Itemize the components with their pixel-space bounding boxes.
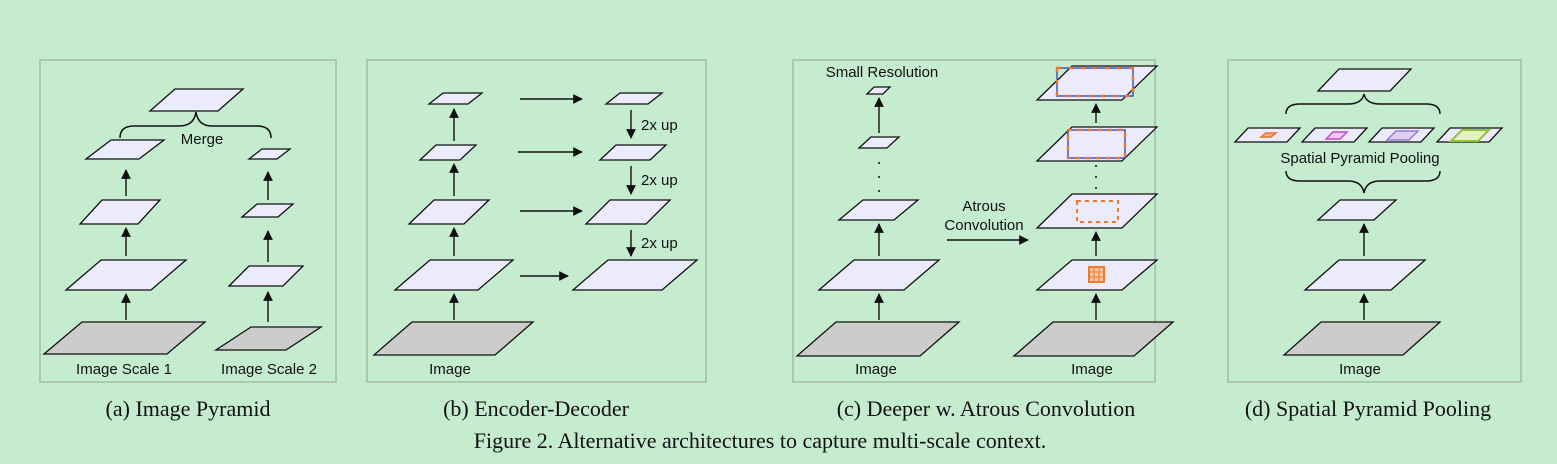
panel-image-pyramid: Merge Image Scale 1 Image Scale 2 <box>39 59 337 383</box>
figure-caption: Figure 2. Alternative architectures to c… <box>474 428 1046 453</box>
decoder-feature-map <box>598 144 668 161</box>
feature-map <box>227 265 305 287</box>
panel-spatial-pyramid-pooling: Spatial Pyramid Pooling Image <box>1227 59 1522 383</box>
panel-encoder-decoder: 2x up 2x up 2x up Image <box>366 59 707 383</box>
image-label: Image <box>855 361 897 378</box>
feature-map <box>1035 193 1159 229</box>
image-plane <box>1012 321 1175 357</box>
encoder-feature-map <box>407 199 491 225</box>
merged-feature-map <box>148 88 245 112</box>
feature-map <box>865 86 892 95</box>
decoder-feature-map <box>571 259 699 291</box>
feature-map <box>1316 199 1398 221</box>
merge-brace <box>119 111 272 139</box>
panel-a-frame <box>39 59 337 383</box>
encoder-feature-map <box>393 259 515 291</box>
feature-map <box>857 136 901 149</box>
feature-map <box>1035 126 1159 162</box>
ellipsis-dots <box>1095 165 1097 189</box>
panel-d-frame <box>1227 59 1522 383</box>
image-plane <box>1282 321 1442 356</box>
small-resolution-label: Small Resolution <box>826 64 939 81</box>
feature-map <box>247 148 292 160</box>
decoder-feature-map <box>604 92 664 105</box>
panel-b-frame <box>366 59 707 383</box>
image-scale-1-label: Image Scale 1 <box>76 361 172 378</box>
caption-a: (a) Image Pyramid <box>106 396 271 421</box>
ellipsis-dots <box>878 162 880 192</box>
feature-map <box>817 259 941 291</box>
image-label: Image <box>1339 361 1381 378</box>
encoder-feature-map <box>427 92 484 105</box>
feature-map <box>64 259 188 291</box>
image-label: Image <box>1071 361 1113 378</box>
decoder-feature-map <box>584 199 672 225</box>
panel-atrous-convolution: Small Resolution Atrous Convolution Imag… <box>792 59 1175 383</box>
pooled-map-3 <box>1367 127 1436 143</box>
image-plane <box>42 321 207 355</box>
feature-map <box>837 199 920 221</box>
feature-map <box>1303 259 1427 291</box>
convolution-label: Convolution <box>944 217 1023 234</box>
output-feature-map <box>1316 68 1413 92</box>
feature-map <box>1035 65 1159 101</box>
upsample-label: 2x up <box>641 235 678 252</box>
pooled-map-1 <box>1233 127 1302 143</box>
encoder-feature-map <box>418 144 478 161</box>
panel-c-frame <box>792 59 1156 383</box>
caption-b: (b) Encoder-Decoder <box>443 396 630 421</box>
atrous-kernel-rate-2 <box>1076 200 1119 223</box>
image-plane <box>213 326 324 351</box>
atrous-kernel-rate-1 <box>1088 266 1105 283</box>
spp-bottom-brace <box>1285 170 1441 194</box>
pooled-map-4 <box>1435 127 1504 143</box>
feature-map <box>78 199 162 225</box>
merge-label: Merge <box>181 131 224 148</box>
image-label: Image <box>429 361 471 378</box>
feature-map <box>84 139 166 160</box>
image-plane <box>795 321 961 357</box>
atrous-kernel-rate-4 <box>1066 128 1127 160</box>
spp-top-brace <box>1285 93 1441 115</box>
spp-label: Spatial Pyramid Pooling <box>1280 150 1439 167</box>
upsample-label: 2x up <box>641 117 678 134</box>
caption-d: (d) Spatial Pyramid Pooling <box>1245 396 1491 421</box>
image-scale-2-label: Image Scale 2 <box>221 361 317 378</box>
atrous-kernel-rate-8 <box>1055 66 1135 98</box>
pooled-map-2 <box>1300 127 1369 143</box>
feature-map <box>240 203 295 218</box>
upsample-label: 2x up <box>641 172 678 189</box>
atrous-label: Atrous <box>962 198 1005 215</box>
caption-c: (c) Deeper w. Atrous Convolution <box>837 396 1136 421</box>
image-plane <box>372 321 535 356</box>
